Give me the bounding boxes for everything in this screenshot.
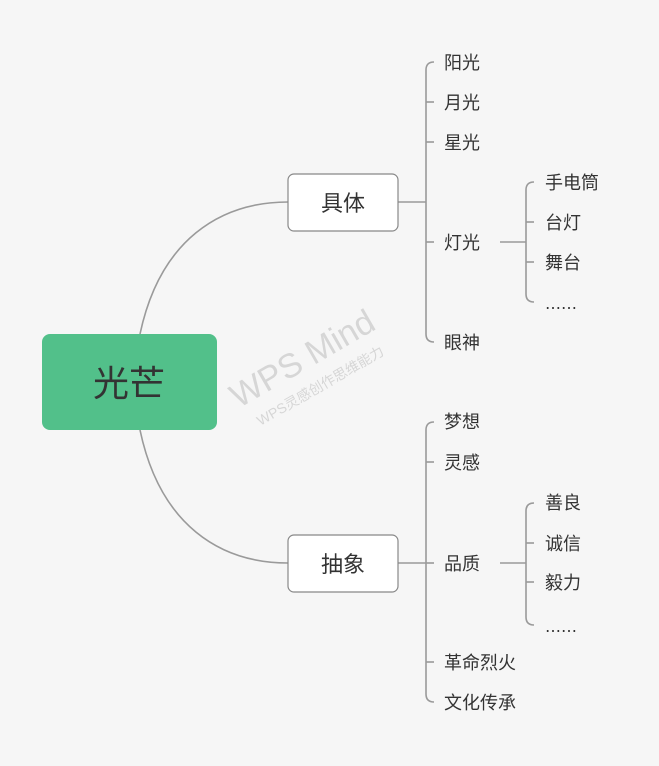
branch-label: 抽象 — [321, 553, 365, 578]
topic-label[interactable]: 星光 — [444, 133, 480, 154]
root-branch-connector — [139, 201, 289, 335]
subtopic-label[interactable]: …… — [545, 294, 577, 313]
branch-node-0[interactable]: 具体 — [287, 173, 399, 232]
watermark: WPS Mind WPS灵感创作思维能力 — [223, 302, 386, 428]
root-branch-connector — [139, 429, 289, 564]
branch-box — [287, 534, 399, 593]
branch0-bracket-bus — [425, 61, 435, 343]
quality-bracket-bus — [525, 502, 535, 626]
subtopic-label[interactable]: …… — [545, 617, 577, 636]
subtopic-label[interactable]: 台灯 — [545, 213, 581, 234]
root-label: 光芒 — [93, 364, 165, 405]
topic-label[interactable]: 革命烈火 — [444, 653, 516, 674]
topic-label[interactable]: 梦想 — [444, 412, 480, 433]
subtopic-label[interactable]: 诚信 — [545, 534, 581, 555]
lamp-bracket-bus — [525, 181, 535, 303]
topic-label[interactable]: 阳光 — [444, 53, 480, 74]
subtopic-label[interactable]: 手电筒 — [545, 173, 599, 194]
topic-label[interactable]: 眼神 — [444, 333, 480, 354]
branch-label: 具体 — [321, 192, 365, 217]
branch-box — [287, 173, 399, 232]
topic-label[interactable]: 灵感 — [444, 453, 480, 474]
branch1-bracket-bus — [425, 421, 435, 703]
subtopic-label[interactable]: 善良 — [545, 493, 581, 514]
connector-lines — [139, 61, 535, 703]
topic-label[interactable]: 月光 — [444, 93, 480, 114]
root-node[interactable]: 光芒 — [42, 334, 217, 430]
subtopic-label[interactable]: 舞台 — [545, 253, 581, 274]
topic-label[interactable]: 灯光 — [444, 233, 480, 254]
topic-label[interactable]: 文化传承 — [444, 693, 516, 714]
subtopic-label[interactable]: 毅力 — [545, 573, 581, 594]
branch-node-1[interactable]: 抽象 — [287, 534, 399, 593]
root-box — [42, 334, 217, 430]
topic-label[interactable]: 品质 — [444, 554, 480, 575]
leaf-labels: 阳光 月光 星光 灯光 眼神 手电筒 台灯 舞台 …… 梦想 灵感 品质 革命烈… — [444, 53, 599, 714]
